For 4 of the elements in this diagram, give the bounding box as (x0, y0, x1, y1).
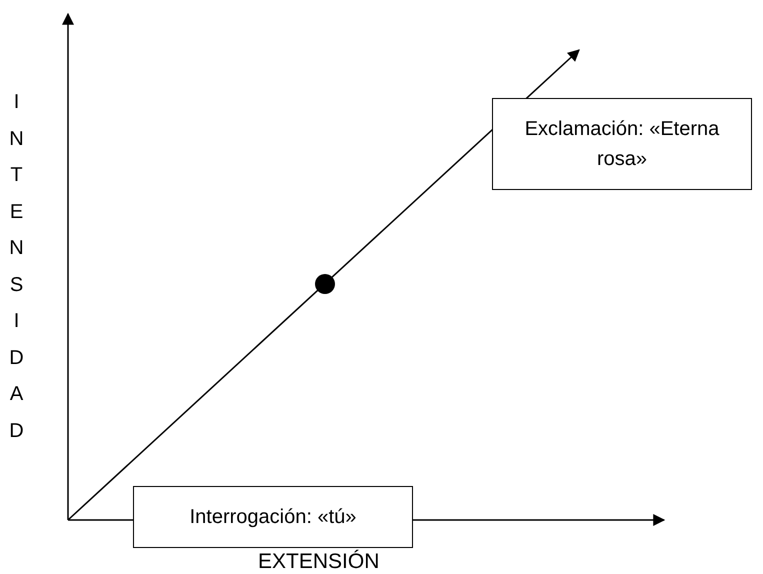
axis-label: INTENSIDAD (9, 90, 24, 444)
axis-label: EXTENSIÓN (258, 550, 380, 574)
label-box: Exclamación: «Eterna rosa» (492, 98, 752, 190)
label-box: Interrogación: «tú» (133, 486, 413, 548)
